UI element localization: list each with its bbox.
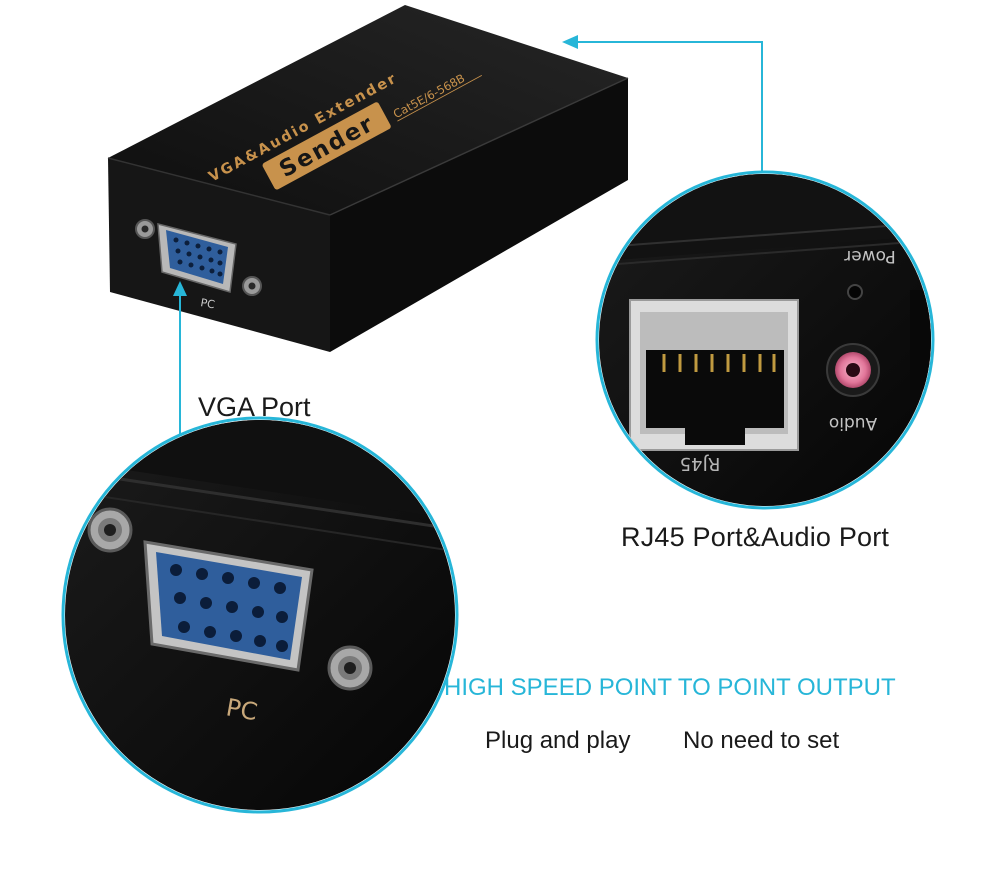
device-vga-port: PC: [135, 219, 262, 311]
vga-zoom-connector: [143, 540, 314, 672]
callout-arrow-rj45: [562, 35, 578, 49]
extender-device: VGA&Audio Extender Sender Cat5E/6-568B P…: [107, 5, 629, 352]
plug-and-play-caption: Plug and play: [485, 727, 631, 754]
callout-arrow-vga: [173, 281, 187, 296]
vga-port-caption: VGA Port: [198, 392, 311, 422]
audio-label: Audio: [829, 413, 877, 433]
vga-zoom-screw-left: [87, 507, 133, 553]
power-label: Power: [844, 246, 895, 266]
device-sender-badge: [262, 102, 391, 190]
audio-jack: [826, 343, 880, 397]
rj45-audio-zoom: RJ45 Power Audio: [595, 170, 935, 510]
rj45-audio-caption: RJ45 Port&Audio Port: [621, 522, 890, 552]
vga-zoom-screw-right: [327, 645, 373, 691]
power-led: [847, 284, 863, 300]
vga-zoom: PC: [61, 416, 459, 814]
vga-zoom-pc-label: PC: [224, 693, 260, 726]
rj45-label: RJ45: [680, 453, 721, 474]
high-speed-caption: HIGH SPEED POINT TO POINT OUTPUT: [444, 674, 896, 701]
device-pc-label: PC: [199, 296, 216, 311]
rj45-jack: [629, 299, 799, 451]
callout-lines: [173, 35, 763, 438]
callout-line-rj45: [572, 41, 763, 175]
no-need-to-set-caption: No need to set: [683, 727, 840, 754]
